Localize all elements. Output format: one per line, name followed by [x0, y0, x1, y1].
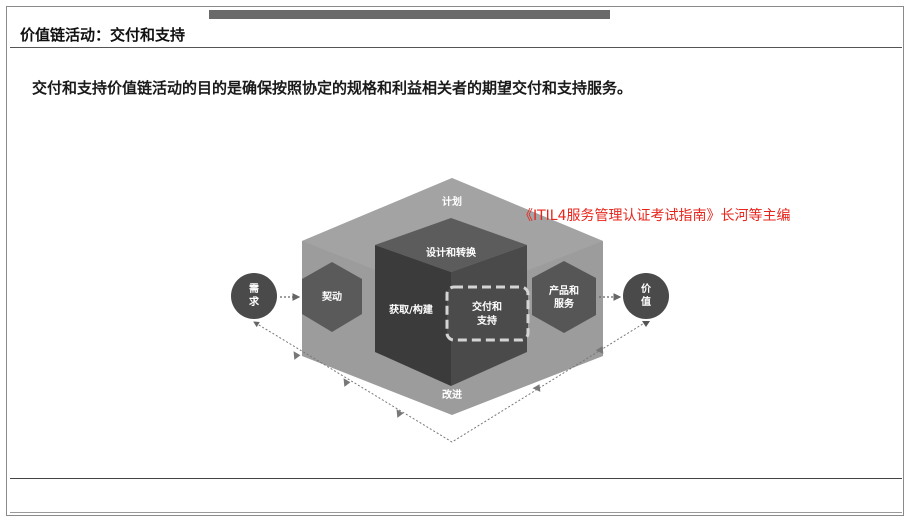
label-deliver-support-2: 支持 [476, 314, 497, 327]
footer-bottom-line [10, 512, 902, 513]
feedback-loop-line [253, 321, 647, 443]
label-products-1: 产品和 [549, 284, 579, 297]
label-products-2: 服务 [554, 297, 575, 310]
feedback-arrow-2 [532, 384, 541, 392]
purpose-statement: 交付和支持价值链活动的目的是确保按照协定的规格和利益相关者的期望交付和支持服务。 [32, 79, 633, 97]
feedback-arrow-5 [293, 351, 301, 360]
label-engage: 契动 [322, 290, 342, 303]
source-note: 《ITIL4服务管理认证考试指南》长河等主编 [519, 208, 791, 224]
cube-left-face [375, 245, 451, 386]
value-circle [623, 273, 669, 319]
page-frame [6, 6, 904, 516]
label-value-1: 价 [641, 283, 652, 295]
engage-hexagon [302, 262, 362, 332]
label-value-2: 值 [641, 295, 651, 308]
label-design-transition: 设计和转换 [426, 246, 477, 259]
feedback-arrow-4 [343, 378, 351, 387]
deliver-support-box [445, 285, 530, 342]
title-divider [10, 47, 902, 48]
feedback-arrow-value [642, 321, 650, 327]
label-obtain-build: 获取/构建 [388, 303, 434, 316]
demand-circle [231, 273, 277, 319]
feedback-arrow-1 [595, 346, 604, 354]
footer-divider [10, 478, 902, 479]
top-decor-bar [209, 10, 610, 19]
label-deliver-support-1: 交付和 [472, 300, 502, 313]
label-demand-1: 需 [249, 283, 259, 295]
page-title: 价值链活动：交付和支持 [20, 26, 186, 44]
label-demand-2: 求 [249, 295, 260, 308]
label-improve: 改进 [442, 388, 462, 401]
label-plan: 计划 [442, 195, 462, 208]
products-services-hexagon [532, 261, 596, 333]
feedback-arrow-3 [396, 409, 404, 418]
